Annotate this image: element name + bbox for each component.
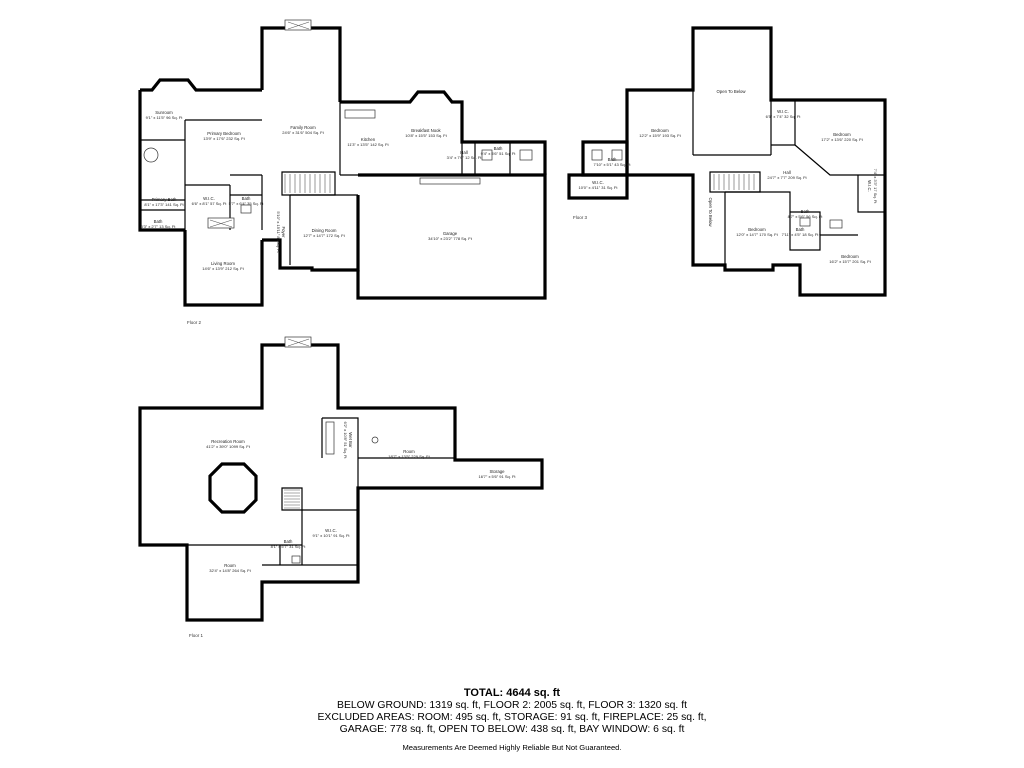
room-name: Primary Bath: [152, 197, 177, 202]
room-name: W.I.C.: [867, 180, 872, 192]
room-name: Bath: [608, 157, 617, 162]
room-name: Kitchen: [361, 137, 376, 142]
room-name: Bath: [494, 146, 503, 151]
floor-1-walls: [138, 336, 544, 622]
room-dimensions: 6'6" x 8'1" 57 Sq. Ft: [192, 201, 228, 206]
room-dimensions: 4'3" x 2'7" 13 Sq. Ft: [141, 224, 177, 229]
room-dimensions: 5'10" x 15'11" 83 Sq. Ft: [276, 211, 281, 253]
room-name: Room: [224, 563, 236, 568]
room-name: Wet Bar: [348, 432, 353, 448]
room-name: Hall: [783, 170, 790, 175]
floor-2-walls: [138, 19, 547, 307]
room-name: Bath: [801, 209, 810, 214]
excluded-areas-continued: GARAGE: 778 sq. ft, OPEN TO BELOW: 438 s…: [339, 724, 685, 735]
room-dimensions: 9'1" x 10'1" 91 Sq. Ft: [312, 533, 350, 538]
room-dimensions: 10'0" x 4'11" 31 Sq. Ft: [579, 185, 619, 190]
room-name: Bedroom: [748, 227, 766, 232]
room-name: Primary Bedroom: [207, 131, 241, 136]
floor-1-plan: Recreation Room 41'2" x 39'0" 1099 Sq. F…: [138, 336, 544, 638]
room-dimensions: 41'2" x 39'0" 1099 Sq. Ft: [206, 444, 251, 449]
room-dimensions: 34'10" x 23'2" 778 Sq. Ft: [428, 236, 473, 241]
room-dimensions: 6'2" x 10'8" 51 Sq. Ft: [343, 421, 348, 459]
room-dimensions: 7'11" x 4'5" 18 Sq. Ft: [782, 232, 820, 237]
floor-3-plan: Open To Below Bedroom 12'2" x 15'9" 193 …: [567, 26, 887, 297]
room-name: Breakfast Nook: [411, 128, 441, 133]
floor-label: Floor 1: [189, 633, 204, 638]
room-name: Family Room: [290, 125, 316, 130]
room-dimensions: 10'8" x 15'5" 153 Sq. Ft: [405, 133, 447, 138]
room-dimensions: 8'1" x 5'7" 31 Sq. Ft: [271, 544, 307, 549]
floor-2-plan: Sunroom 9'1" x 11'5" 96 Sq. Ft Primary B…: [138, 19, 547, 325]
excluded-areas: EXCLUDED AREAS: ROOM: 495 sq. ft, STORAG…: [317, 712, 707, 723]
room-dimensions: 7'10" x 5'1" 43 Sq. Ft: [593, 162, 631, 167]
room-name: W.I.C.: [203, 196, 215, 201]
room-name: Bedroom: [651, 128, 669, 133]
floor-3-walls: [567, 26, 887, 297]
floor-area-breakdown: BELOW GROUND: 1319 sq. ft, FLOOR 2: 2005…: [337, 700, 687, 711]
room-dimensions: 24'6" x 31'6" 504 Sq. Ft: [282, 130, 324, 135]
room-name: Foyer: [281, 227, 286, 239]
room-name: Sunroom: [155, 110, 173, 115]
room-dimensions: 3'4" x 7'6" 12 Sq. Ft: [447, 155, 483, 160]
room-name: Room: [403, 449, 415, 454]
room-dimensions: 9'1" x 11'5" 96 Sq. Ft: [146, 115, 184, 120]
room-dimensions: 32'4" x 14'8" 264 Sq. Ft: [209, 568, 251, 573]
room-name: Living Room: [211, 261, 235, 266]
room-name: Hall: [460, 150, 467, 155]
room-name: Recreation Room: [211, 439, 245, 444]
room-name: Bedroom: [841, 254, 859, 259]
room-name: W.I.C.: [325, 528, 337, 533]
room-name: W.I.C.: [592, 180, 604, 185]
room-name: Open To Below: [708, 197, 713, 227]
room-dimensions: 12'7" x 14'7" 172 Sq. Ft: [303, 233, 345, 238]
room-dimensions: 16'7" x 5'6" 91 Sq. Ft: [478, 474, 516, 479]
room-name: Open To Below: [716, 89, 746, 94]
room-dimensions: 12'0" x 14'7" 170 Sq. Ft: [736, 232, 778, 237]
total-area: TOTAL: 4644 sq. ft: [463, 687, 561, 699]
room-name: Bath: [284, 539, 293, 544]
room-dimensions: 8'1" x 17'3" 141 Sq. Ft: [144, 202, 184, 207]
room-name: Bath: [796, 227, 805, 232]
room-name: Bath: [154, 219, 163, 224]
room-dimensions: 12'2" x 15'9" 193 Sq. Ft: [639, 133, 681, 138]
room-name: Garage: [443, 231, 458, 236]
room-name: Bath: [242, 196, 251, 201]
room-dimensions: 17'2" x 13'6" 220 Sq. Ft: [821, 137, 863, 142]
room-dimensions: 11'3" x 13'5" 142 Sq. Ft: [347, 142, 389, 147]
room-name: W.I.C.: [777, 109, 789, 114]
room-dimensions: 9'4" x 5'6" 51 Sq. Ft: [481, 151, 517, 156]
room-dimensions: 24'7" x 7'7" 209 Sq. Ft: [767, 175, 807, 180]
room-name: Storage: [489, 469, 505, 474]
room-dimensions: 18'7" x 13'5" 229 Sq. Ft: [388, 454, 430, 459]
room-dimensions: 8'7" x 5'6" 56 Sq. Ft: [788, 214, 824, 219]
room-dimensions: 13'9" x 17'6" 232 Sq. Ft: [203, 136, 245, 141]
room-dimensions: 7'4" x 3'3" 17 Sq. Ft: [873, 169, 878, 205]
room-name: Bedroom: [833, 132, 851, 137]
room-dimensions: 5'7" x 6'4" 35 Sq. Ft: [229, 201, 265, 206]
floor-label: Floor 2: [187, 320, 202, 325]
room-dimensions: 16'2" x 15'7" 201 Sq. Ft: [829, 259, 871, 264]
floor-label: Floor 3: [573, 215, 588, 220]
disclaimer: Measurements Are Deemed Highly Reliable …: [402, 743, 622, 752]
room-dimensions: 6'5" x 7'4" 32 Sq. Ft: [766, 114, 802, 119]
room-dimensions: 14'6" x 13'9" 212 Sq. Ft: [202, 266, 244, 271]
room-name: Dining Room: [312, 228, 337, 233]
